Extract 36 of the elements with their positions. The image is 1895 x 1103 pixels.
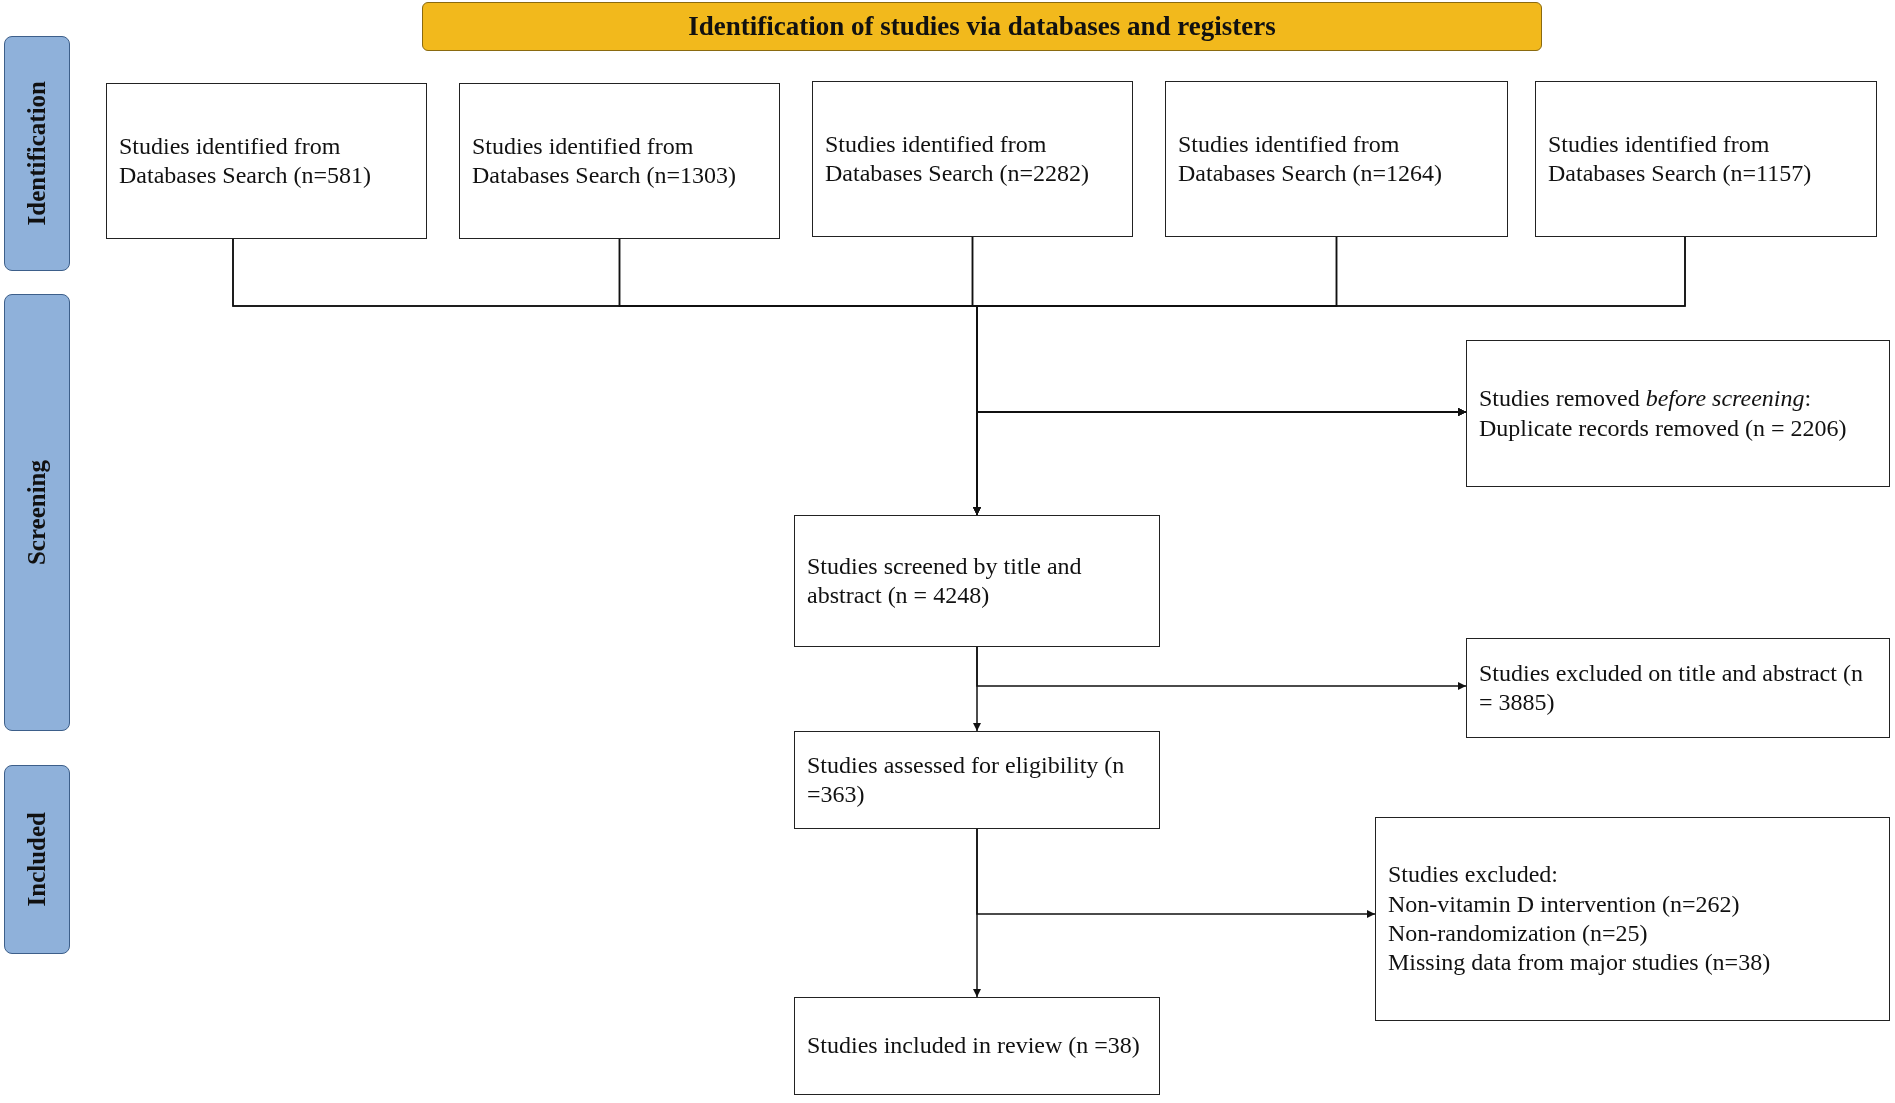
process-box <box>1375 817 1890 1021</box>
process-box <box>106 83 427 239</box>
box-text: Studies identified from Databases Search (n=2282) <box>825 129 1091 188</box>
process-box <box>1466 638 1890 738</box>
stage-band <box>4 294 70 731</box>
box-text: Missing data from major studies (n=38) <box>1388 948 1772 978</box>
process-box <box>794 997 1160 1095</box>
stage-band <box>4 765 70 954</box>
arrow <box>973 828 981 998</box>
arrow <box>976 236 1686 416</box>
title-banner: Identification of studies via databases and registers <box>422 2 1542 51</box>
box-text: Studies excluded: <box>1388 860 1559 890</box>
box-text: Studies screened by title and abstract (n = 4248) <box>807 551 1083 610</box>
process-box <box>459 83 780 239</box>
box-text: Studies included in review (n =38) <box>807 1031 1141 1061</box>
process-box <box>1466 340 1890 487</box>
process-box <box>1535 81 1877 237</box>
box-text: Studies excluded on title and abstract (n = 3885) <box>1479 658 1864 717</box>
stage-label: Identification <box>23 81 51 226</box>
stage-label: Screening <box>23 459 51 566</box>
stage-band <box>4 36 70 271</box>
process-box <box>1165 81 1508 237</box>
box-text: Studies identified from Databases Search (n=1264) <box>1178 129 1444 188</box>
box-text: Non-vitamin D intervention (n=262) <box>1388 889 1741 919</box>
box-text: Studies removed before screening: <box>1479 384 1813 414</box>
box-text: Studies identified from Databases Search (n=581) <box>119 131 373 190</box>
stage-label: Included <box>23 812 51 907</box>
box-text: Duplicate records removed (n = 2206) <box>1479 413 1848 443</box>
process-box <box>794 731 1160 829</box>
arrow <box>973 646 981 732</box>
process-box <box>794 515 1160 647</box>
box-text: Studies identified from Databases Search (n=1157) <box>1548 129 1813 188</box>
box-text: Studies identified from Databases Search (n=1303) <box>472 131 738 190</box>
box-text: Studies assessed for eligibility (n =363) <box>807 750 1126 809</box>
process-box <box>812 81 1133 237</box>
box-text: Non-randomization (n=25) <box>1388 919 1649 948</box>
